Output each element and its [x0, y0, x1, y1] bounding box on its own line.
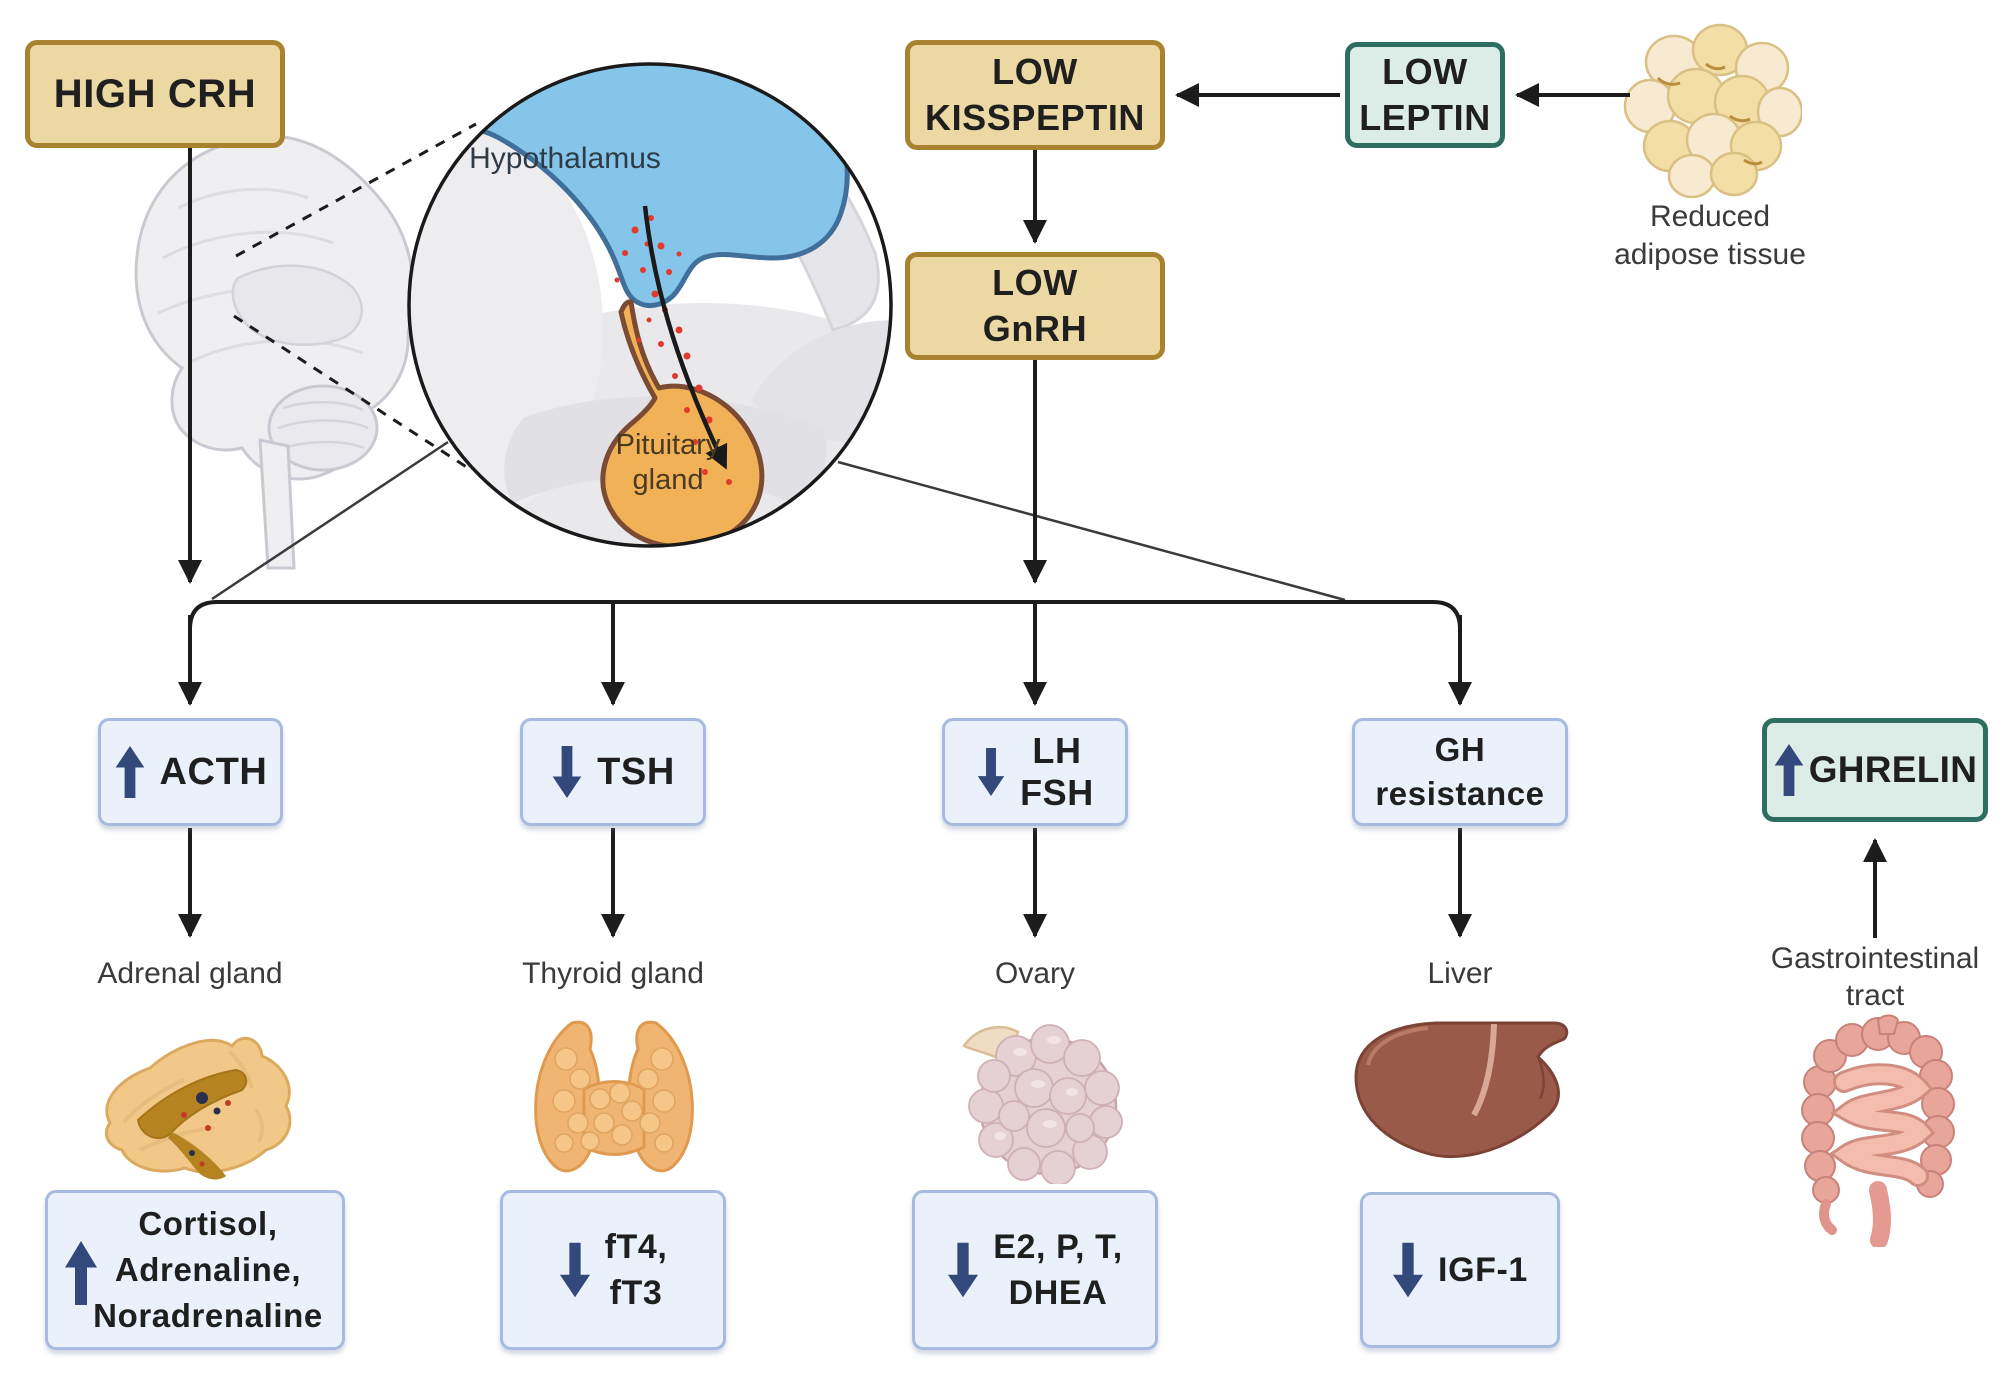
adipose-tissue-illustration — [1623, 23, 1802, 199]
tsh-label: TSH — [597, 750, 675, 793]
brain-illustration — [134, 134, 415, 570]
adipose-caption-line1: Reduced — [1649, 200, 1771, 233]
ghrelin-label: GHRELIN — [1808, 749, 1978, 790]
up-arrow-icon — [65, 1241, 97, 1305]
ghrelin-box: GHRELIN — [1762, 718, 1988, 822]
gi-tract-label-line1: Gastrointestinal — [1770, 942, 1980, 975]
lh-label: LH — [1032, 730, 1082, 771]
kisspeptin-line1: LOW — [992, 51, 1078, 92]
lh-fsh-box: LH FSH — [942, 718, 1128, 826]
down-arrow-icon — [977, 748, 1005, 796]
cortisol-line1: Cortisol, — [138, 1205, 278, 1242]
gnrh-line1: LOW — [992, 262, 1078, 303]
e2-line1: E2, P, T, — [993, 1228, 1123, 1266]
low-gnrh-box: LOW GnRH — [905, 252, 1165, 360]
tsh-box: TSH — [520, 718, 706, 826]
e2-line2: DHEA — [1008, 1274, 1108, 1312]
kisspeptin-line2: KISSPEPTIN — [924, 97, 1146, 138]
acth-label: ACTH — [159, 750, 268, 793]
up-arrow-icon — [115, 746, 144, 798]
fsh-label: FSH — [1020, 772, 1094, 813]
gh-line2: resistance — [1375, 775, 1545, 812]
hypothalamus-pituitary-inset — [407, 62, 893, 548]
ft4-line: fT4, — [604, 1228, 668, 1266]
gi-tract-label: Gastrointestinal tract — [1725, 940, 2000, 1014]
liver-label: Liver — [1427, 957, 1493, 990]
down-arrow-icon — [559, 1242, 590, 1298]
gnrh-line2: GnRH — [982, 308, 1088, 349]
gh-line1: GH — [1434, 731, 1486, 768]
cortisol-line3: Noradrenaline — [93, 1297, 323, 1334]
pituitary-label-line2: gland — [632, 464, 704, 496]
high-crh-box: HIGH CRH — [25, 40, 285, 148]
leptin-line2: LEPTIN — [1359, 97, 1491, 138]
hypothalamus-label: Hypothalamus — [469, 142, 661, 175]
down-arrow-icon — [1392, 1242, 1424, 1298]
liver-illustration — [1354, 1021, 1569, 1158]
igf1-output-box: IGF-1 — [1360, 1192, 1560, 1348]
high-crh-label: HIGH CRH — [53, 71, 257, 116]
cortisol-output-box: Cortisol, Adrenaline, Noradrenaline — [45, 1190, 345, 1350]
down-arrow-icon — [552, 746, 582, 798]
low-leptin-box: LOW LEPTIN — [1345, 42, 1505, 148]
adipose-caption-line2: adipose tissue — [1614, 238, 1806, 271]
ovary-label: Ovary — [994, 957, 1075, 990]
thyroid-gland-illustration — [534, 1020, 694, 1173]
igf1-label: IGF-1 — [1438, 1251, 1528, 1289]
ft4-ft3-output-box: fT4, fT3 — [500, 1190, 726, 1350]
pituitary-label: Pituitary gland — [578, 428, 758, 498]
gh-resistance-box: GH resistance — [1352, 718, 1568, 826]
adrenal-gland-illustration — [105, 1036, 292, 1180]
e2-output-box: E2, P, T, DHEA — [912, 1190, 1158, 1350]
thyroid-gland-label: Thyroid gland — [522, 957, 704, 990]
pituitary-label-line1: Pituitary — [615, 429, 721, 461]
acth-box: ACTH — [98, 718, 283, 826]
cortisol-line2: Adrenaline, — [114, 1251, 302, 1288]
ft3-line: fT3 — [609, 1274, 663, 1312]
adrenal-gland-label: Adrenal gland — [97, 957, 283, 990]
adipose-caption: Reduced adipose tissue — [1580, 198, 1840, 274]
leptin-line1: LOW — [1382, 51, 1468, 92]
down-arrow-icon — [948, 1242, 979, 1298]
low-kisspeptin-box: LOW KISSPEPTIN — [905, 40, 1165, 150]
ovary-illustration — [962, 1024, 1123, 1184]
gi-tract-label-line2: tract — [1845, 979, 1905, 1012]
up-arrow-icon — [1774, 744, 1804, 796]
intestine-illustration — [1801, 1014, 1955, 1247]
